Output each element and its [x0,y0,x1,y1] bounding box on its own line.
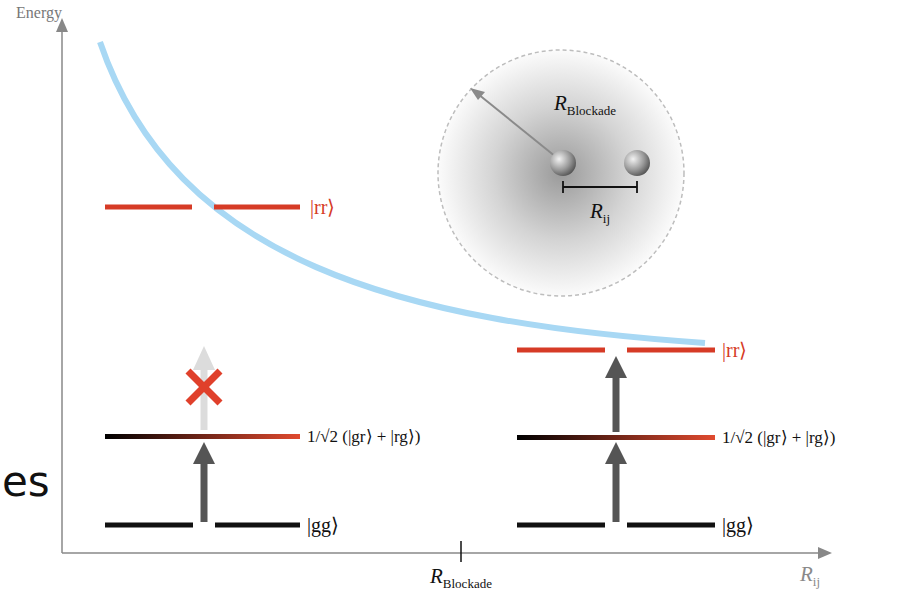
state-label: |gg⟩ [307,514,339,536]
level-line [627,348,715,353]
axis-label: Rij [800,563,820,590]
level-line [517,435,715,440]
level-line [105,205,192,210]
level-line [517,523,605,528]
interaction-curve [100,42,705,343]
state-label: |rr⟩ [722,339,747,361]
level-line [105,523,193,528]
y-axis [61,28,63,553]
axis-arrow [818,547,832,559]
level-line [627,523,715,528]
x-axis [62,552,822,554]
blockade-circle: RBlockadeRij [436,48,686,298]
state-label: 1/√2 (|gr⟩ + |rg⟩) [307,428,421,447]
level-line [215,523,300,528]
radius-label: RBlockade [554,92,616,119]
state-label: 1/√2 (|gr⟩ + |rg⟩) [722,429,836,448]
slide-fragment: es [2,459,50,505]
state-label: |rr⟩ [310,196,335,218]
level-line [214,205,300,210]
excitation-arrow [201,462,208,522]
level-line [105,434,300,439]
axis-tick [460,541,462,562]
excitation-arrow [605,356,627,378]
distance-label: Rij [590,200,610,227]
blocked-arrow [193,346,215,370]
axis-label: Energy [16,4,62,22]
level-line [517,348,605,353]
state-label: |gg⟩ [722,514,754,536]
excitation-arrow [605,442,627,464]
block-cross [188,371,220,403]
blocked-arrow [201,368,208,430]
excitation-arrow [613,376,620,432]
block-cross [188,371,220,403]
excitation-arrow [193,442,215,464]
blockade-sphere [436,48,686,298]
axis-tick-label: RBlockade [430,565,492,592]
excitation-arrow [613,462,620,522]
